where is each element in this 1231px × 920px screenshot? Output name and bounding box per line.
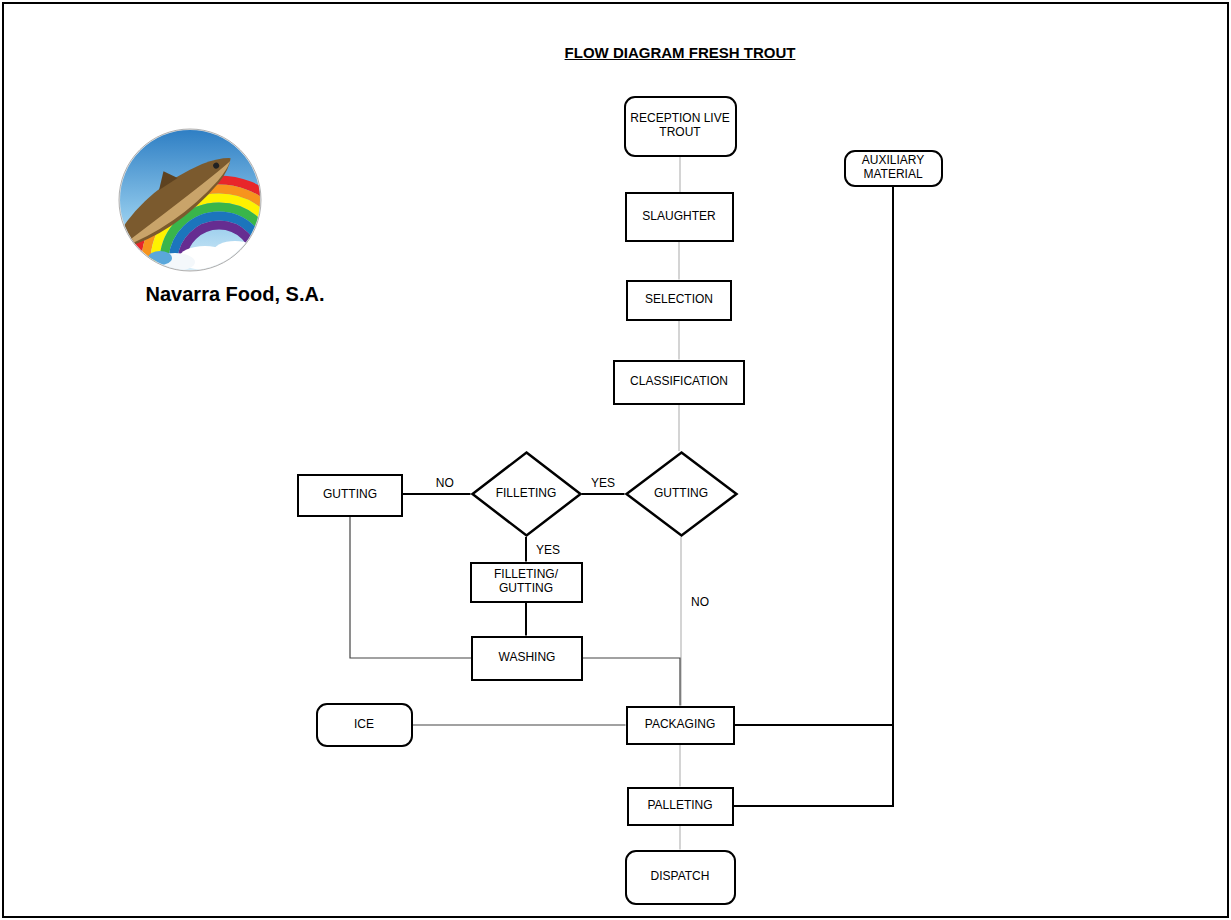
process-box: PALLETING (627, 787, 734, 826)
terminal-box: RECEPTION LIVE TROUT (624, 96, 737, 157)
node-text: PALLETING (647, 799, 712, 813)
flow-connector (678, 321, 679, 360)
flow-connector (350, 517, 471, 659)
node-text: GUTTING (654, 487, 708, 501)
process-box: SLAUGHTER (625, 192, 734, 242)
flow-connector (678, 405, 679, 452)
flow-connector (678, 242, 679, 280)
decision-diamond: GUTTING (625, 451, 738, 537)
flow-connector (679, 157, 680, 193)
node-text: SELECTION (645, 293, 713, 307)
flow-connector (403, 493, 471, 495)
process-box: CLASSIFICATION (613, 360, 745, 405)
terminal-box: ICE (316, 703, 413, 747)
company-logo (78, 129, 301, 276)
diamond-outline (626, 453, 736, 536)
process-box: SELECTION (626, 280, 732, 321)
process-box: FILLETING/ GUTTING (470, 562, 583, 603)
node-text: CLASSIFICATION (630, 375, 728, 389)
flow-connector (735, 187, 894, 726)
node-text: FILLETING/ GUTTING (476, 568, 577, 596)
branch-label: NO (434, 477, 456, 490)
node-text: GUTTING (323, 488, 377, 502)
branch-label: YES (534, 544, 562, 557)
terminal-box: DISPATCH (625, 850, 736, 905)
branch-label: NO (689, 596, 711, 609)
flow-connector (679, 826, 680, 850)
flow-connector (679, 745, 680, 787)
node-text: RECEPTION LIVE TROUT (630, 112, 731, 140)
flow-connector (582, 493, 625, 495)
node-text: SLAUGHTER (642, 210, 715, 224)
branch-label: YES (589, 477, 617, 490)
node-text: PACKAGING (645, 718, 715, 732)
process-box: PACKAGING (626, 706, 735, 745)
process-box: GUTTING (297, 474, 403, 517)
flow-connector (413, 724, 626, 725)
company-name: Navarra Food, S.A. (146, 283, 325, 306)
terminal-box: AUXILIARY MATERIAL (844, 150, 943, 187)
diamond-outline (472, 453, 580, 536)
process-box: WASHING (471, 636, 583, 681)
flow-connector (583, 658, 680, 706)
page-frame (3, 3, 1228, 917)
node-text: WASHING (499, 651, 556, 665)
node-text: DISPATCH (651, 870, 710, 884)
node-text: ICE (354, 718, 374, 732)
flow-connector (525, 537, 527, 562)
node-text: AUXILIARY MATERIAL (850, 154, 937, 182)
flow-connector (525, 603, 527, 636)
decision-diamond: FILLETING (471, 451, 582, 537)
node-text: FILLETING (496, 487, 557, 501)
flow-connector (734, 187, 894, 807)
diagram-title: FLOW DIAGRAM FRESH TROUT (565, 44, 796, 61)
